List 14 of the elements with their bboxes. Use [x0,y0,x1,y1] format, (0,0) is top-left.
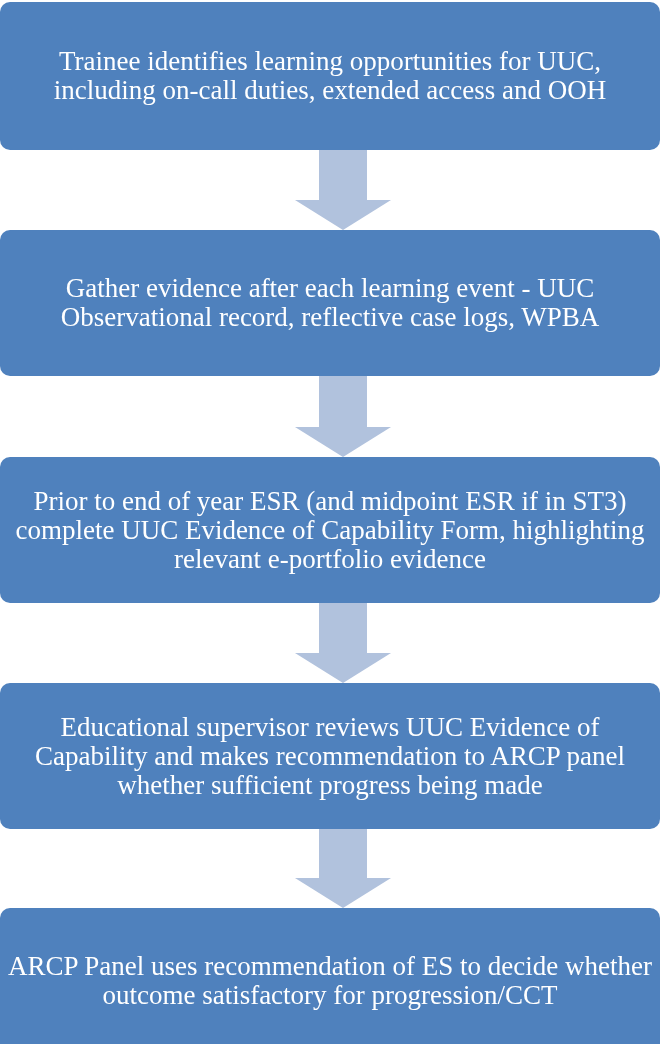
step-text: Trainee identifies learning opportunities for UUC, including on-call duties, extended access and OOH [52,47,608,105]
block-arrow [295,150,391,230]
process-box [0,2,660,150]
process-box [0,683,660,829]
step-text: Gather evidence after each learning event - UUC Observational record, reflective case logs, WPBA [59,274,601,332]
process-box [0,908,660,1044]
process-box [0,457,660,603]
process-box [0,230,660,376]
step-text: Prior to end of year ESR (and midpoint ESR if in ST3) complete UUC Evidence of Capability Form, highlighting relevant e-portfolio evidence [14,486,646,574]
step-text: Educational supervisor reviews UUC Evidence of Capability and makes recommendation to ARCP panel whether sufficient progress being made [34,712,626,800]
block-arrow [295,603,391,683]
block-arrow [295,376,391,457]
step-text: ARCP Panel uses recommendation of ES to decide whether outcome satisfactory for progression/CCT [8,952,652,1010]
block-arrow [295,829,391,908]
